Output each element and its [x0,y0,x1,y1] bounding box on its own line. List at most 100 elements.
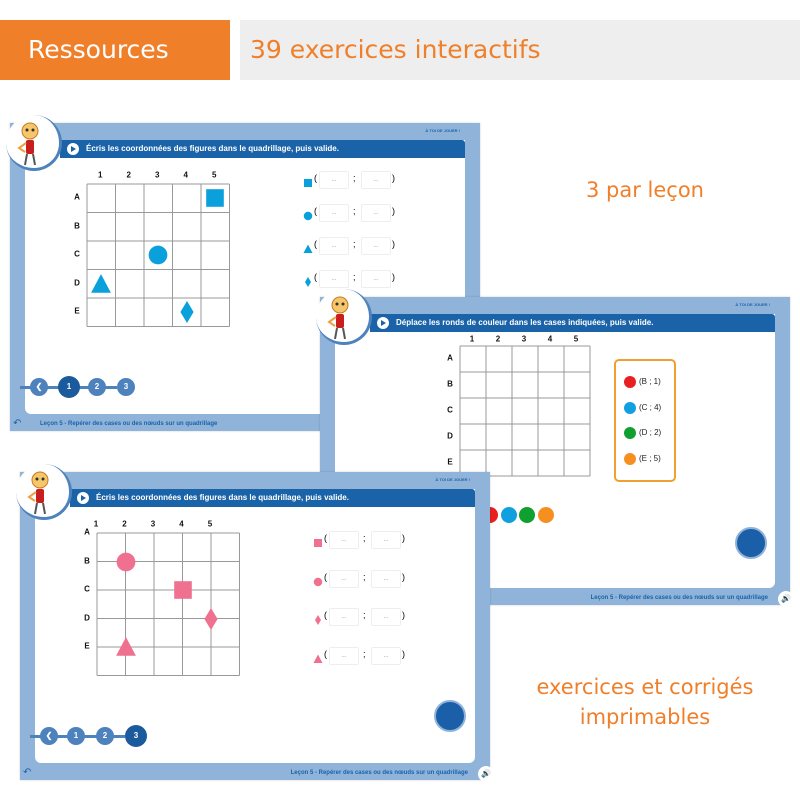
separator: ; [363,571,366,582]
row-input[interactable]: ... [319,171,349,189]
diamond-icon [313,612,323,625]
square-icon [303,175,313,187]
play-label: À TOI DE JOUER ! [425,128,460,133]
lesson-title: Leçon 5 - Repérer des cases ou des nœuds… [590,595,768,601]
separator: ; [363,533,366,543]
separator: ; [353,239,356,249]
column-input[interactable]: ... [371,569,401,588]
column-input[interactable]: ... [371,608,401,626]
step-2-button[interactable]: 2 [88,378,106,396]
row-label: B [74,221,80,231]
play-label: À TOI DE JOUER ! [435,477,470,482]
previous-button[interactable]: ❮ [40,727,58,745]
legend-label: (B ; 1) [639,377,661,387]
column-input[interactable]: ... [361,237,391,255]
play-label: À TOI DE JOUER ! [735,302,770,307]
speaker-icon[interactable]: 🔊 [478,766,494,782]
open-paren: ( [324,610,327,620]
open-paren: ( [314,206,317,216]
column-label: 3 [155,170,160,180]
close-paren: ) [392,272,395,282]
green-dot-icon [624,427,636,439]
previous-button[interactable]: ❮ [30,378,48,396]
row-label: E [74,306,80,316]
triangle-icon [303,241,313,253]
square-shape [172,579,194,606]
close-paren: ) [402,610,405,620]
color-token[interactable] [500,507,517,523]
color-token[interactable] [537,507,554,523]
column-label: 5 [573,334,579,344]
back-arrow-icon[interactable]: ↶ [13,418,22,429]
diamond-icon [303,274,313,287]
separator: ; [353,272,356,282]
mascot-avatar [16,464,72,520]
instruction-text: Écris les coordonnées des figures dans l… [96,493,349,502]
row-input[interactable]: ... [319,270,349,288]
play-audio-icon[interactable] [377,317,389,329]
row-label: A [74,192,80,202]
color-token[interactable] [519,507,535,523]
column-label: 1 [469,334,475,344]
validate-button[interactable] [434,700,466,732]
column-input[interactable]: ... [371,531,401,549]
close-paren: ) [402,533,405,543]
legend-label: (E ; 5) [639,454,661,464]
headline-banner: 39 exercices interactifs [240,20,800,80]
step-2-button[interactable]: 2 [96,727,114,745]
step-3-button[interactable]: 3 [125,725,147,747]
circle-icon [303,208,313,221]
circle-shape [147,244,169,271]
row-input[interactable]: ... [319,237,349,255]
row-input[interactable]: ... [329,608,359,626]
legend-label: (C ; 4) [639,403,662,413]
mascot-icon [17,122,39,166]
triangle-shape [90,273,112,300]
caption-per-lesson: 3 par leçon [585,178,704,202]
row-label: E [447,457,453,467]
row-label: C [84,584,90,594]
validate-button[interactable] [735,527,767,559]
open-paren: ( [324,571,327,582]
row-label: C [447,405,453,415]
column-label: 2 [126,170,131,180]
column-label: 2 [495,334,501,344]
row-label: A [447,353,453,363]
content-area [35,489,475,763]
section-banner: Ressources [0,20,230,80]
step-3-button[interactable]: 3 [117,378,135,396]
play-audio-icon[interactable] [77,492,89,504]
instruction-bar: Écris les coordonnées des figures dans l… [70,489,475,507]
square-shape [204,187,226,214]
column-input[interactable]: ... [371,646,401,665]
close-paren: ) [402,648,405,659]
play-audio-icon[interactable] [67,143,79,155]
column-label: 4 [179,519,184,529]
row-input[interactable]: ... [319,204,349,222]
column-input[interactable]: ... [361,270,391,288]
back-arrow-icon[interactable]: ↶ [23,767,32,778]
caption-line-2: imprimables [579,705,711,729]
lesson-title: Leçon 5 - Repérer des cases ou des nœuds… [290,770,468,776]
close-paren: ) [392,173,395,183]
open-paren: ( [314,173,317,183]
red-dot-icon [624,376,636,388]
close-paren: ) [392,206,395,216]
speaker-icon[interactable]: 🔊 [778,591,794,607]
triangle-icon [313,651,323,663]
mascot-avatar [6,115,62,171]
column-input[interactable]: ... [361,204,391,222]
legend-item: (C ; 4) [624,402,661,414]
row-label: A [84,527,90,537]
separator: ; [353,206,356,216]
close-paren: ) [402,571,405,582]
separator: ; [363,610,366,620]
step-1-button[interactable]: 1 [58,376,80,398]
triangle-shape [115,636,137,663]
column-label: 5 [212,170,217,180]
row-input[interactable]: ... [329,646,359,665]
row-input[interactable]: ... [329,569,359,588]
row-input[interactable]: ... [329,531,359,549]
column-input[interactable]: ... [361,171,391,189]
step-1-button[interactable]: 1 [67,727,85,745]
